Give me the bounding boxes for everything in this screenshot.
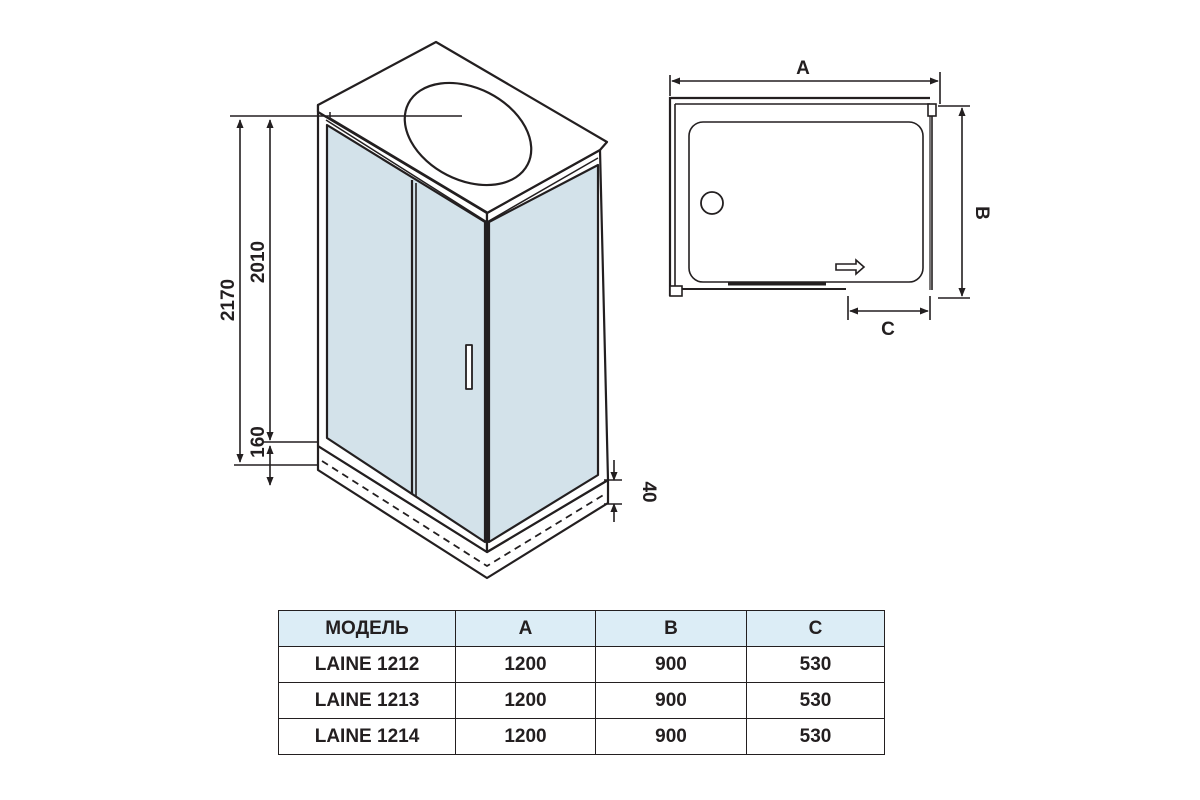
- cell-model: LAINE 1213: [278, 682, 456, 719]
- label-b: B: [971, 206, 992, 220]
- slide-direction-arrow-icon: [835, 258, 866, 276]
- header-b: B: [595, 610, 747, 647]
- model-specs-table: МОДЕЛЬ A B C LAINE 1212 1200 900 530 LAI…: [278, 610, 885, 755]
- isometric-view: [316, 40, 610, 580]
- cell-b: 900: [595, 718, 747, 755]
- table-header-row: МОДЕЛЬ A B C: [278, 610, 885, 647]
- plan-outer-frame: [668, 96, 930, 296]
- drain-icon: [700, 191, 724, 215]
- iso-dimensions: [230, 115, 622, 522]
- cell-c: 530: [746, 718, 885, 755]
- table-row: LAINE 1214 1200 900 530: [278, 718, 885, 755]
- side-glass-panel: [487, 163, 600, 544]
- header-model: МОДЕЛЬ: [278, 610, 456, 647]
- shower-cabin-diagram: 2170 2010 160 40 A: [218, 40, 992, 580]
- cell-b: 900: [595, 646, 747, 683]
- header-c: C: [746, 610, 885, 647]
- cell-a: 1200: [455, 646, 596, 683]
- front-glass-panel: [325, 123, 487, 544]
- cell-b: 900: [595, 682, 747, 719]
- cell-model: LAINE 1214: [278, 718, 456, 755]
- cell-a: 1200: [455, 718, 596, 755]
- label-step-height: 40: [638, 481, 659, 502]
- plan-dimensions: [669, 72, 970, 320]
- cell-a: 1200: [455, 682, 596, 719]
- label-tray-height: 160: [248, 426, 269, 458]
- cell-c: 530: [746, 646, 885, 683]
- label-total-height: 2170: [218, 279, 239, 321]
- label-a: A: [796, 58, 810, 79]
- door-handle: [465, 344, 473, 390]
- plan-tray: [688, 121, 924, 283]
- header-a: A: [455, 610, 596, 647]
- cell-model: LAINE 1212: [278, 646, 456, 683]
- table-row: LAINE 1212 1200 900 530: [278, 646, 885, 683]
- label-cabin-height: 2010: [248, 241, 269, 283]
- table-row: LAINE 1213 1200 900 530: [278, 682, 885, 719]
- plan-view: [668, 96, 937, 297]
- tray-step-dashed: [321, 460, 606, 567]
- cell-c: 530: [746, 682, 885, 719]
- label-c: C: [881, 319, 895, 340]
- roof-dome: [403, 81, 533, 187]
